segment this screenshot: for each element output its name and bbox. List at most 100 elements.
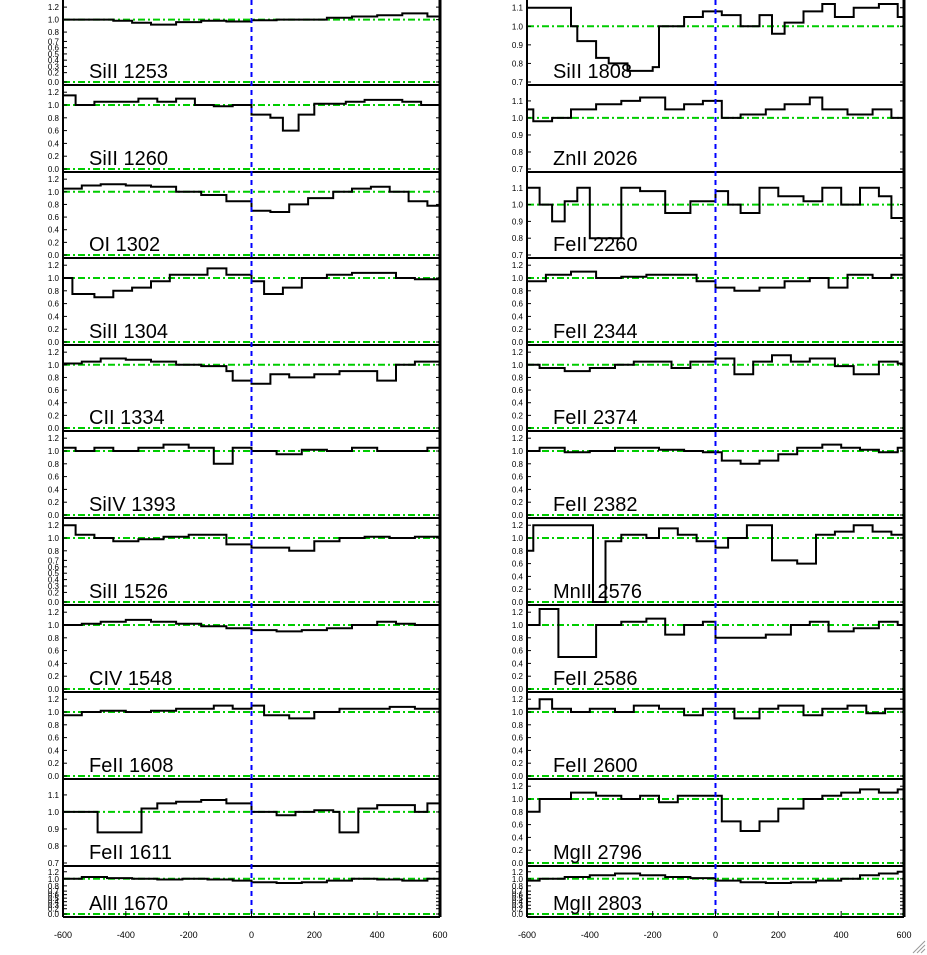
y-tick-label: 1.0 <box>512 534 524 543</box>
y-tick-label: 0.4 <box>48 898 60 907</box>
y-tick-label: 0.6 <box>512 647 524 656</box>
y-tick-label: 0.5 <box>48 569 60 578</box>
y-tick-label: 1.0 <box>512 274 524 283</box>
y-tick-label: 1.0 <box>48 274 60 283</box>
panel-label: SiIV 1393 <box>89 494 176 516</box>
y-tick-label: 0.0 <box>48 338 60 347</box>
y-tick-label: 1.1 <box>512 4 524 13</box>
y-tick-label: 1.0 <box>512 875 524 884</box>
panel-label: SiII 1304 <box>89 321 168 343</box>
y-tick-label: 1.0 <box>48 188 60 197</box>
y-tick-label: 0.6 <box>48 213 60 222</box>
y-tick-label: 0.2 <box>48 411 60 420</box>
spectrum-line <box>527 524 905 603</box>
y-tick-label: 0.2 <box>48 498 60 507</box>
y-tick-label: 0.8 <box>48 28 60 37</box>
y-tick-label: 0.3 <box>48 582 60 591</box>
y-tick-label: 1.2 <box>512 261 524 270</box>
y-tick-label: 0.4 <box>512 312 524 321</box>
panel-label: MgII 2803 <box>553 893 642 915</box>
y-tick-label: 0.0 <box>512 910 524 919</box>
x-tick-label: 200 <box>771 930 786 940</box>
y-tick-label: 0.6 <box>48 734 60 743</box>
y-tick-label: 0.6 <box>512 734 524 743</box>
y-tick-label: 1.2 <box>512 521 524 530</box>
y-tick-label: 0.2 <box>48 588 60 597</box>
panel-label: SiII 1526 <box>89 581 168 603</box>
y-tick-label: 0.3 <box>48 901 60 910</box>
y-tick-label: 0.2 <box>512 585 524 594</box>
y-tick-label: 0.0 <box>48 78 60 87</box>
y-tick-label: 0.9 <box>512 131 524 140</box>
y-tick-label: 1.0 <box>48 808 60 817</box>
y-tick-label: 1.0 <box>512 361 524 370</box>
y-tick-label: 0.4 <box>512 833 524 842</box>
y-tick-label: 0.8 <box>48 842 60 851</box>
y-tick-label: 1.0 <box>512 22 524 31</box>
y-tick-label: 0.4 <box>512 659 524 668</box>
y-tick-label: 0.4 <box>48 399 60 408</box>
y-tick-label: 0.4 <box>512 399 524 408</box>
y-tick-label: 0.4 <box>48 485 60 494</box>
spectrum-line <box>527 3 904 72</box>
y-tick-label: 1.2 <box>48 3 60 12</box>
y-tick-label: 0.8 <box>48 882 60 891</box>
y-tick-label: 0.0 <box>48 685 60 694</box>
y-tick-label: 0.6 <box>48 891 60 900</box>
y-tick-label: 0.5 <box>48 894 60 903</box>
y-tick-label: 0.5 <box>512 894 524 903</box>
y-tick-label: 1.0 <box>48 708 60 717</box>
y-tick-label: 0.6 <box>512 891 524 900</box>
x-tick-label: -400 <box>581 930 599 940</box>
y-tick-label: 0.7 <box>48 859 60 868</box>
y-tick-label: 0.8 <box>512 808 524 817</box>
y-tick-label: 0.8 <box>512 373 524 382</box>
y-tick-label: 0.3 <box>48 62 60 71</box>
y-tick-label: 0.4 <box>512 485 524 494</box>
y-tick-label: 0.0 <box>48 165 60 174</box>
spectrum-line <box>527 608 904 658</box>
x-tick-label: -400 <box>117 930 135 940</box>
y-tick-label: 0.4 <box>512 746 524 755</box>
panel-label: FeII 2374 <box>553 407 638 429</box>
y-tick-label: 0.6 <box>512 560 524 569</box>
y-tick-label: 0.8 <box>512 882 524 891</box>
y-tick-label: 1.0 <box>48 621 60 630</box>
y-tick-label: 0.2 <box>512 325 524 334</box>
y-tick-label: 1.1 <box>512 184 524 193</box>
y-tick-label: 1.0 <box>48 16 60 25</box>
y-tick-label: 1.2 <box>48 695 60 704</box>
y-tick-label: 0.2 <box>512 411 524 420</box>
y-tick-label: 0.6 <box>48 127 60 136</box>
y-tick-label: 0.6 <box>512 300 524 309</box>
y-tick-label: 1.2 <box>512 782 524 791</box>
y-tick-label: 1.1 <box>48 791 60 800</box>
x-tick-label: 200 <box>307 930 322 940</box>
y-tick-label: 1.0 <box>48 534 60 543</box>
y-tick-label: 0.2 <box>48 238 60 247</box>
y-tick-label: 0.2 <box>48 69 60 78</box>
x-tick-label: -600 <box>54 930 72 940</box>
y-tick-label: 0.8 <box>48 721 60 730</box>
panel-label: MgII 2796 <box>553 842 642 864</box>
y-tick-label: 0.2 <box>512 498 524 507</box>
panel-label: CIV 1548 <box>89 668 172 690</box>
spectrum-line <box>63 183 441 213</box>
y-tick-label: 0.2 <box>512 759 524 768</box>
panel-label: FeII 1611 <box>89 842 172 864</box>
y-tick-label: 0.7 <box>512 165 524 174</box>
